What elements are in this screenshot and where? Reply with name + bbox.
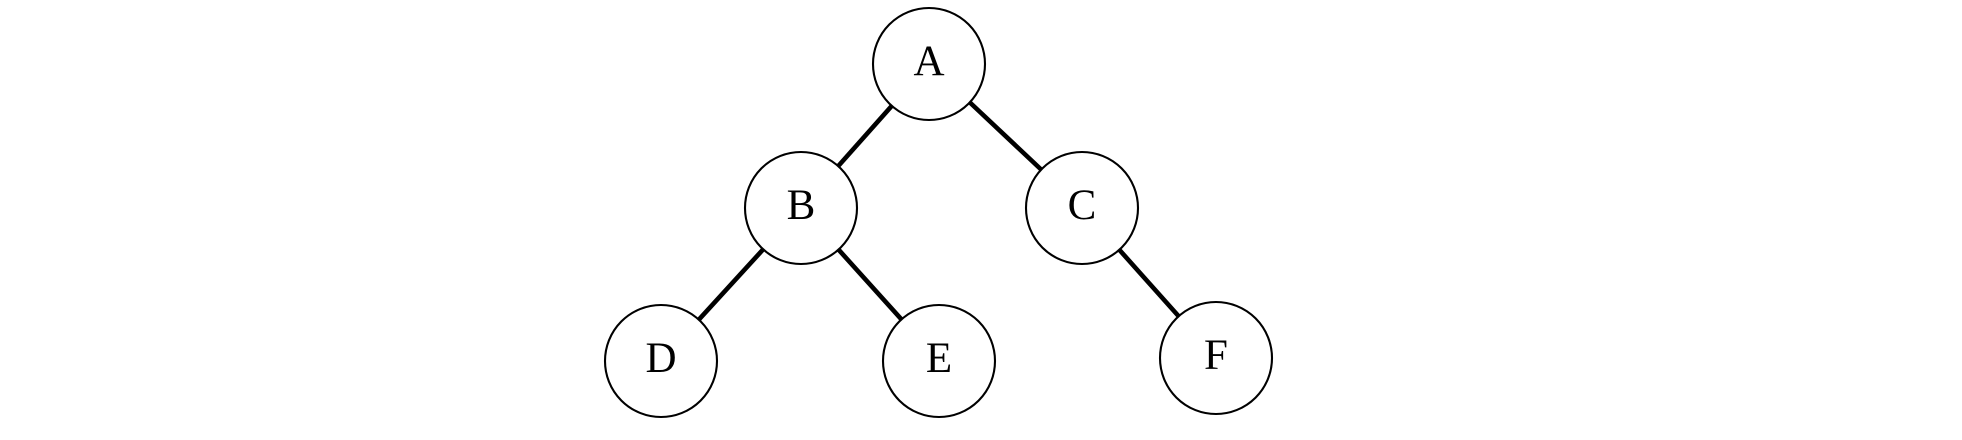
tree-edge-c-f [1117,248,1181,318]
tree-edge-a-b [836,104,894,168]
node-circle-e [881,303,997,419]
tree-node-f[interactable]: F [1158,300,1274,416]
node-circle-b [743,150,859,266]
node-circle-c [1024,150,1140,266]
node-circle-d [603,303,719,419]
edge-layer [697,100,1181,322]
node-label-b: B [787,182,816,229]
tree-edge-b-e [836,248,904,321]
tree-edge-a-c [968,100,1043,172]
node-circle-f [1158,300,1274,416]
node-circle-a [871,6,987,122]
tree-edge-b-d [697,247,765,322]
tree-node-e[interactable]: E [881,303,997,419]
node-label-f: F [1204,332,1228,379]
tree-node-d[interactable]: D [603,303,719,419]
node-label-c: C [1068,182,1097,229]
node-label-e: E [926,335,952,382]
node-layer: A B C D E F [603,6,1274,419]
tree-node-a[interactable]: A [871,6,987,122]
tree-node-c[interactable]: C [1024,150,1140,266]
node-label-d: D [645,335,676,382]
tree-node-b[interactable]: B [743,150,859,266]
node-label-a: A [913,38,944,85]
